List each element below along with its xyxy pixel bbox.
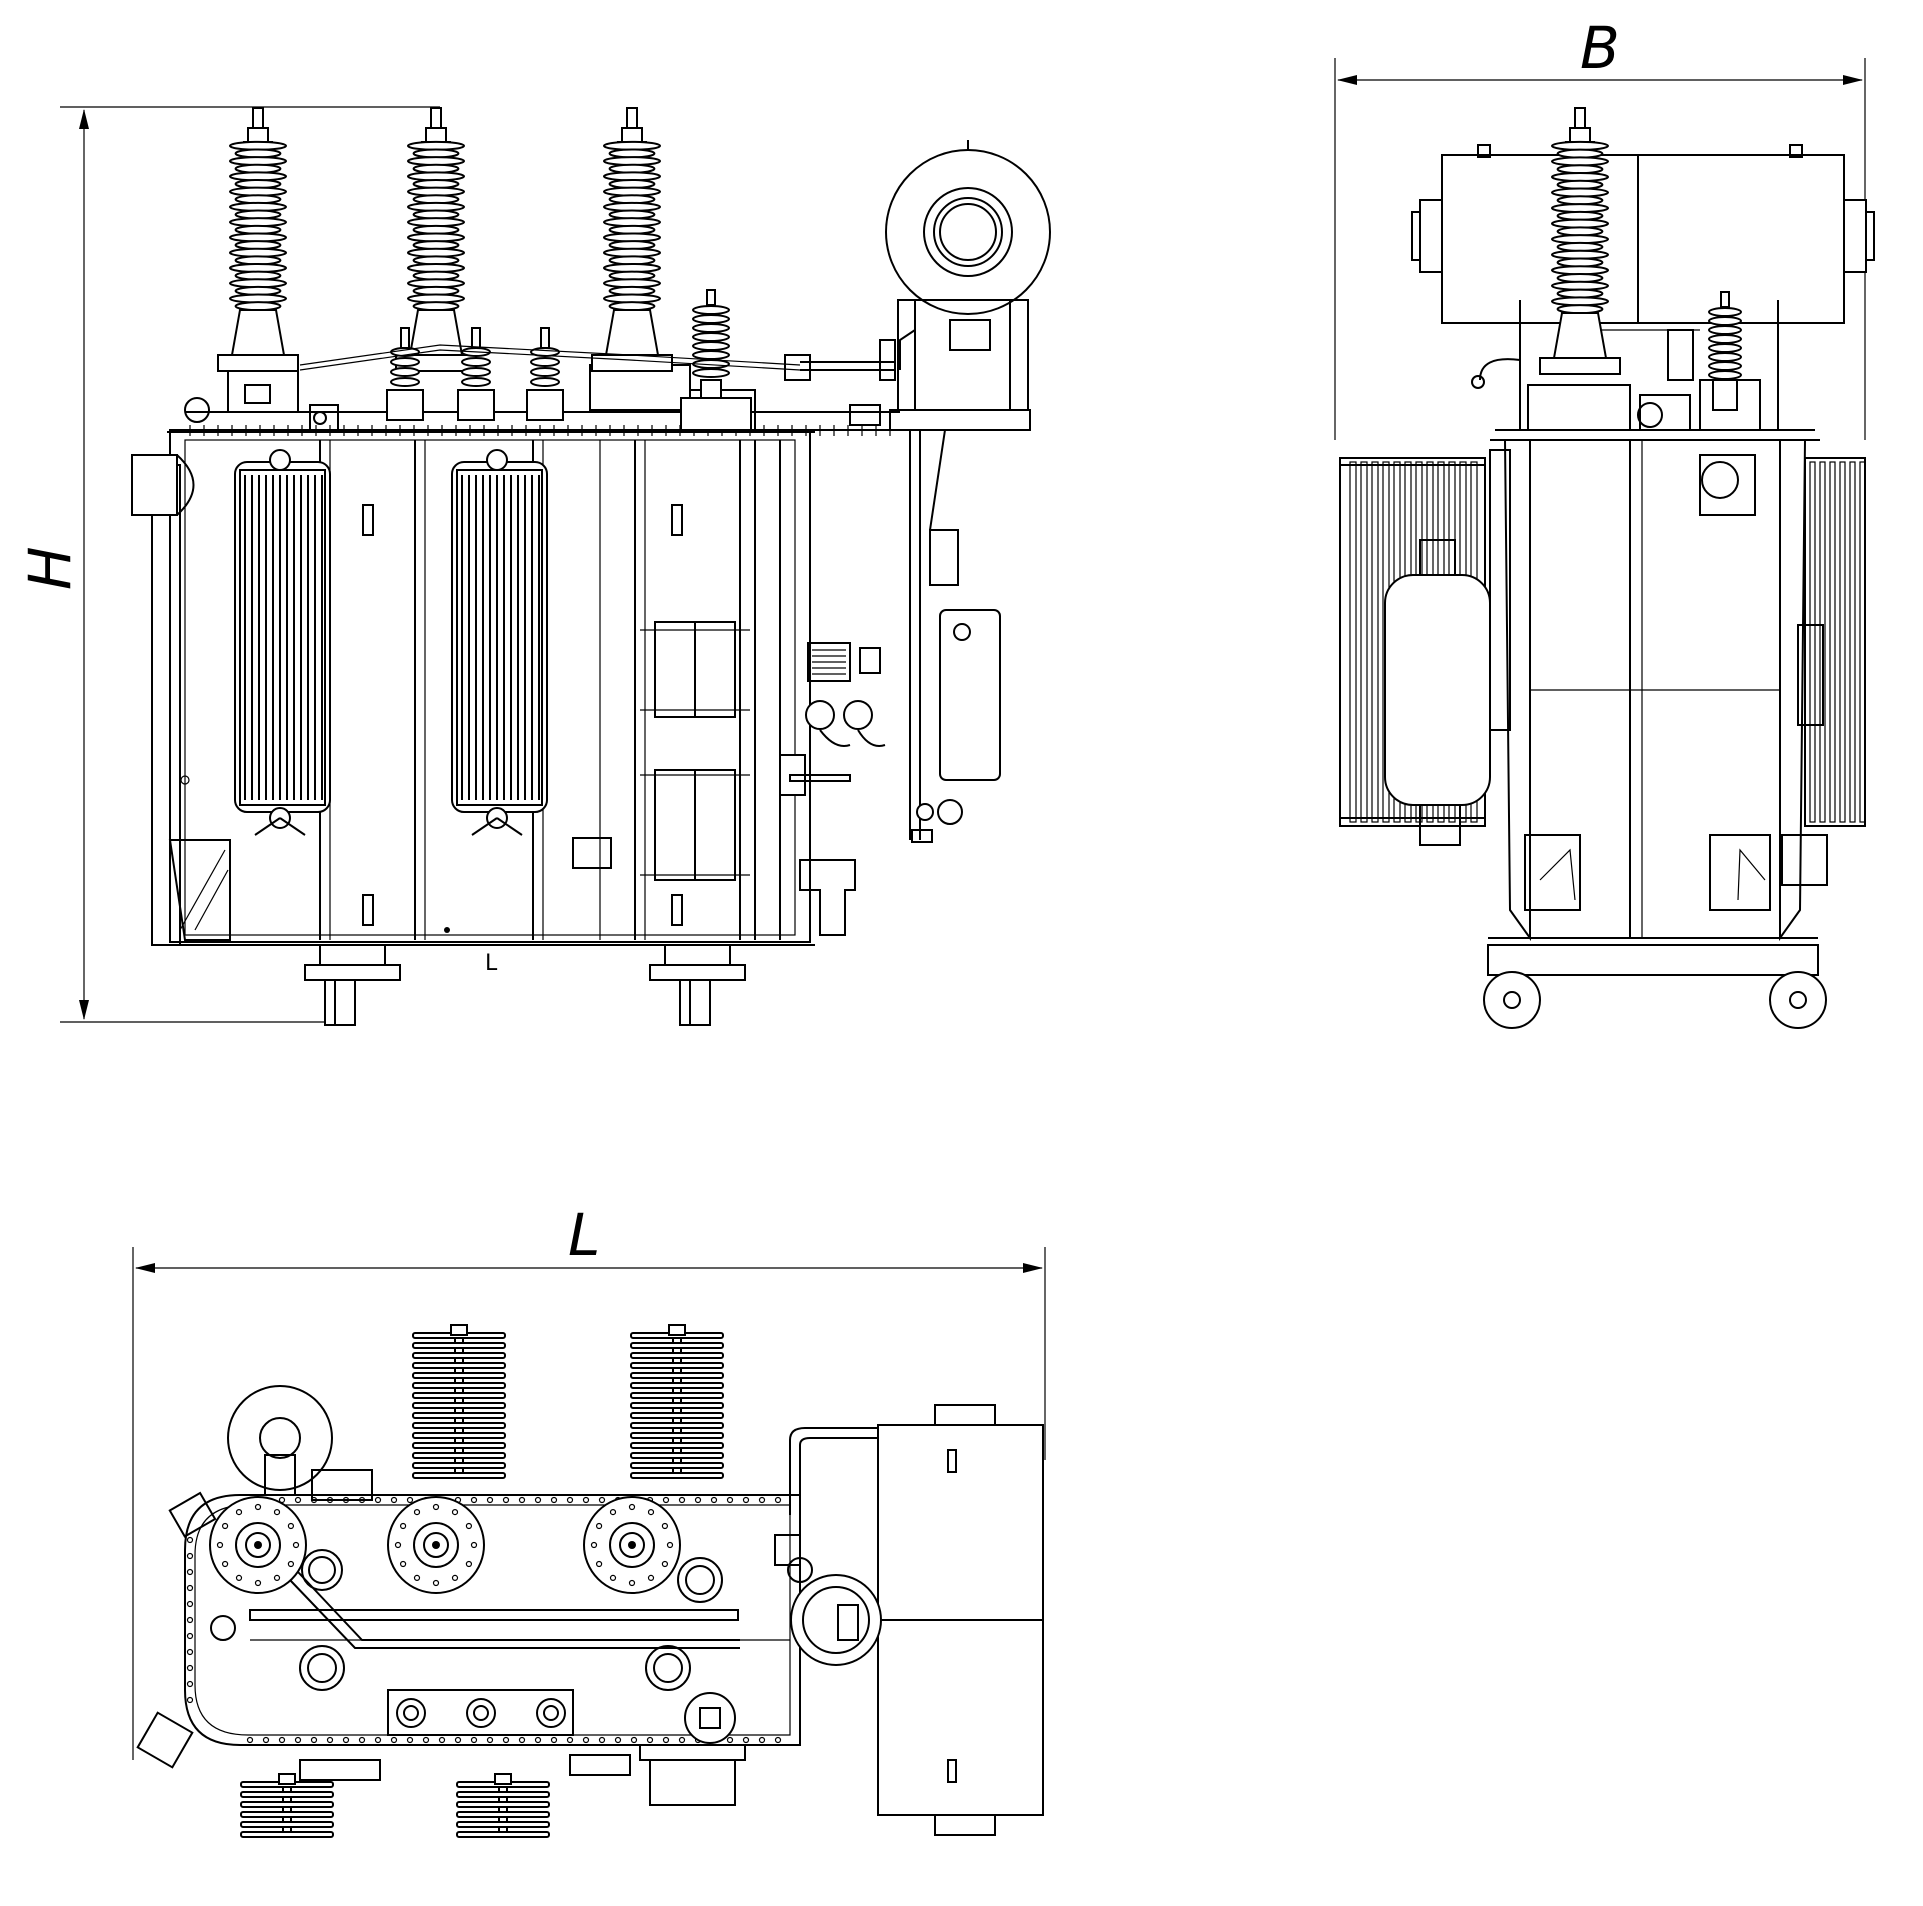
lv-terminal-box — [387, 1689, 574, 1736]
surge-arrester — [680, 289, 752, 431]
length-dimension: L — [132, 1201, 1046, 1760]
radiator-right — [451, 449, 548, 836]
height-dimension: H — [16, 106, 440, 1023]
top-bushing-flanges — [209, 1496, 681, 1594]
control-cabinet — [939, 609, 1001, 781]
side-view: B — [1334, 14, 1875, 1029]
height-label: H — [16, 546, 84, 590]
expansion-cylinder — [1384, 574, 1491, 806]
conservator — [885, 140, 1051, 431]
radiator-left — [234, 449, 331, 836]
width-label: B — [1580, 14, 1620, 82]
top-view: L — [132, 1201, 1046, 1838]
wheel-right — [649, 944, 746, 1026]
top-radiator-fins — [240, 1324, 724, 1838]
length-label: L — [568, 1201, 600, 1269]
tap-changer — [790, 1574, 882, 1666]
side-hv-bushing — [1539, 107, 1621, 375]
side-arrester — [1708, 291, 1742, 411]
side-wheel-right — [1769, 971, 1827, 1029]
width-dimension: B — [1334, 14, 1866, 440]
top-fan — [227, 1385, 333, 1491]
lv-bushings — [386, 327, 564, 421]
side-wheel-left — [1483, 971, 1541, 1029]
side-conservator — [1441, 154, 1845, 324]
top-tank-outline — [184, 1494, 891, 1746]
center-mark: L — [485, 951, 498, 976]
front-view: H L — [16, 106, 1051, 1026]
hv-bushings — [217, 107, 673, 372]
wheel-left — [304, 944, 401, 1026]
